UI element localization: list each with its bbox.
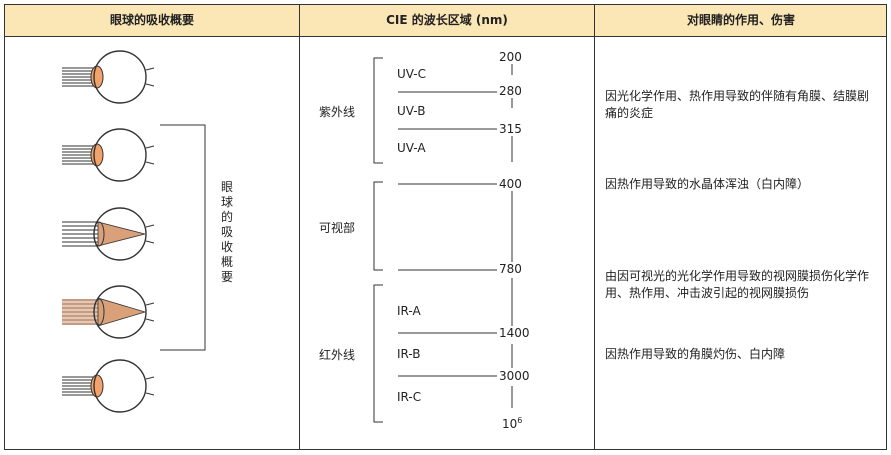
eye-diagram-uv: [62, 50, 155, 104]
header-eye-effects: 对眼睛的作用、伤害: [686, 13, 795, 27]
wavelength-315: 315: [499, 122, 522, 136]
band-label-ir-b: IR-B: [397, 347, 421, 361]
wavelength-780: 780: [499, 262, 522, 276]
column-divider-2: [594, 5, 595, 449]
wavelength-3000: 3000: [499, 369, 530, 383]
eye-diagram-ir-a: [62, 285, 155, 339]
table-header-row: 眼球的吸收概要 CIE 的波长区域 (nm) 对眼睛的作用、伤害: [5, 5, 886, 37]
eye-diagram-ir: [62, 359, 155, 413]
band-label-uv-c: UV-C: [397, 67, 426, 81]
wavelength-400: 400: [499, 177, 522, 191]
wavelength-max-exponent: 6: [517, 416, 523, 425]
wavelength-scale: [398, 64, 513, 408]
wavelength-200: 200: [499, 50, 522, 64]
band-label-uv-a: UV-A: [397, 141, 426, 155]
wavelength-max-base: 10: [502, 417, 518, 431]
eye-diagram-visible: [62, 207, 155, 261]
band-label-ir-a: IR-A: [397, 304, 421, 318]
wavelength-max: 106: [502, 416, 522, 431]
uv-group-bracket: [373, 57, 383, 164]
group-label-uv: 紫外线: [319, 105, 356, 119]
visible-group-bracket: [373, 181, 383, 271]
eye-diagram-uv-lens: [62, 128, 155, 182]
header-cie-wavelength: CIE 的波长区域 (nm): [386, 13, 508, 27]
effect-visible-lens: 因热作用导致的水晶体浑浊（白内障）: [605, 177, 810, 191]
ir-group-bracket: [373, 284, 383, 423]
eye-absorption-table: 眼球的吸收概要 CIE 的波长区域 (nm) 对眼睛的作用、伤害: [4, 4, 887, 450]
side-label-eye-absorption: 眼球的吸收概要: [221, 180, 234, 284]
effect-uv: 因光化学作用、热作用导致的伴随有角膜、结膜剧痛的炎症: [605, 89, 870, 120]
band-label-uv-b: UV-B: [397, 104, 426, 118]
header-eye-absorption: 眼球的吸收概要: [109, 13, 194, 27]
effect-ir: 因热作用导致的角膜灼伤、白内障: [605, 347, 786, 361]
group-label-visible: 可视部: [319, 221, 356, 235]
band-label-ir-c: IR-C: [397, 390, 422, 404]
column-divider-1: [299, 5, 300, 449]
eye-group-bracket: [160, 124, 206, 351]
effect-visible-retina: 由因可视光的光化学作用导致的视网膜损伤化学作用、热作用、冲击波引起的视网膜损伤: [605, 269, 870, 300]
group-label-ir: 红外线: [319, 348, 356, 362]
wavelength-1400: 1400: [499, 326, 530, 340]
wavelength-280: 280: [499, 84, 522, 98]
